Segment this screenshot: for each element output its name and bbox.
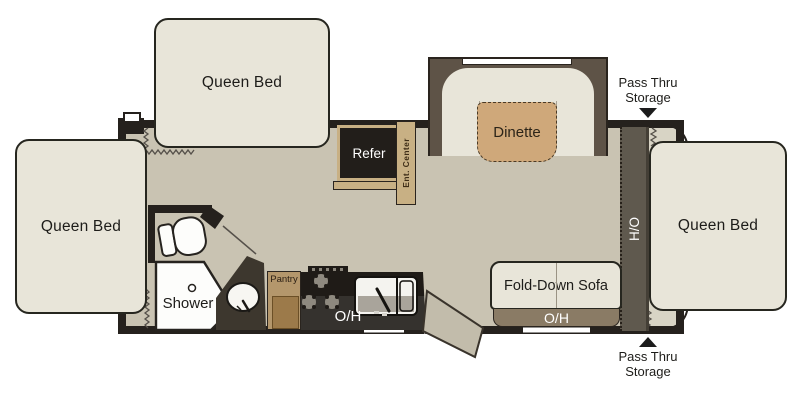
arrow-down-icon (639, 108, 657, 118)
shower-label: Shower (162, 294, 214, 312)
sink-handle (374, 311, 379, 314)
bathroom (148, 205, 266, 332)
wall-top-center (327, 120, 431, 128)
bath-faucet-handle (236, 305, 242, 311)
burner-icon (325, 295, 339, 309)
dinette-table: Dinette (477, 102, 557, 162)
kitchen-counter (300, 266, 426, 330)
ent-center-label: Ent. Center (401, 138, 411, 188)
refer-label: Refer (352, 145, 386, 161)
left-bed-label: Queen Bed (40, 217, 122, 235)
ho-label: H/O (626, 216, 642, 241)
pass-thru-top-line1: Pass Thru (618, 75, 678, 90)
pass-thru-bottom-line1: Pass Thru (618, 349, 678, 364)
refrigerator: Refer (337, 125, 401, 181)
shower-drain (187, 283, 197, 293)
rear-queen-bed: Queen Bed (649, 141, 787, 311)
kitchen-sink-icon (354, 276, 418, 316)
stove-knobs (312, 268, 343, 271)
sofa-divider (556, 263, 557, 308)
entry-door-flap (421, 289, 485, 359)
sink-right-bowl (399, 280, 414, 312)
stove-burners (302, 274, 339, 309)
front-queen-bed: Queen Bed (154, 18, 330, 148)
shower-area: Shower (155, 294, 221, 312)
bath-wall-left (148, 205, 155, 263)
left-queen-bed: Queen Bed (15, 139, 147, 314)
toilet-bowl (172, 216, 207, 257)
refrigerator-base (333, 181, 405, 190)
burner-icon (302, 295, 316, 309)
bath-faucet (241, 299, 251, 313)
front-bed-label: Queen Bed (201, 74, 283, 91)
sofa-overhead-cabinet: O/H (493, 309, 620, 327)
arrow-up-icon (639, 337, 657, 347)
rear-ho-cabinet: H/O (620, 127, 649, 331)
wall-left-top-stub (118, 120, 126, 153)
front-corner-notch (123, 112, 141, 123)
zigzag-front-bed-horizontal (145, 148, 195, 156)
pass-thru-top-line2: Storage (625, 90, 671, 105)
fold-down-sofa: Fold-Down Sofa (490, 261, 622, 310)
burner-icon (314, 274, 328, 288)
kitchen-overhead-label: O/H (334, 307, 362, 325)
pass-thru-storage-bottom: Pass Thru Storage (606, 334, 690, 379)
bath-door-jamb (200, 205, 224, 229)
wall-left-bottom-stub (118, 303, 126, 334)
kitchen-overhead-cabinet: O/H (326, 307, 370, 325)
sofa-overhead-label: O/H (544, 309, 569, 326)
sink-faucet (375, 287, 391, 313)
bath-door-swing-line (222, 225, 257, 255)
window-sofa (523, 327, 590, 333)
pantry-cabinet: Pantry (267, 271, 301, 330)
pantry-door (272, 296, 299, 329)
pantry-label: Pantry (270, 274, 298, 285)
shower-door-line (206, 265, 222, 290)
pass-thru-storage-top: Pass Thru Storage (606, 75, 690, 120)
wall-top-right (605, 120, 683, 128)
dinette-label: Dinette (493, 123, 541, 141)
zigzag-rear-bottom (644, 309, 653, 329)
rear-bed-label: Queen Bed (677, 217, 759, 234)
toilet-icon (157, 216, 207, 257)
bath-wall-top (150, 205, 212, 213)
pass-thru-bottom-line2: Storage (625, 364, 671, 379)
bath-sink-icon (226, 282, 260, 312)
sink-handle (382, 313, 387, 316)
dinette-window (462, 58, 572, 65)
entertainment-center: Ent. Center (396, 121, 416, 205)
